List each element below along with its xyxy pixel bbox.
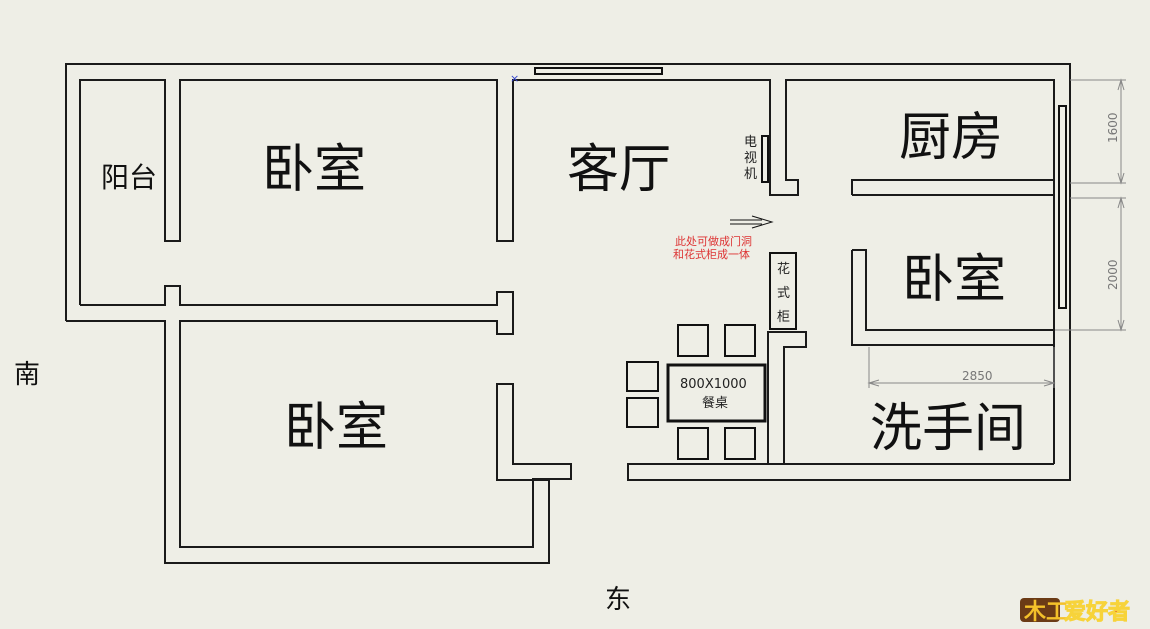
room-label-kitchen: 厨房 (899, 108, 1003, 168)
svg-text:式: 式 (777, 286, 790, 301)
svg-text:视: 视 (744, 151, 757, 166)
brand-logo: 木工 爱好者 (1020, 598, 1131, 626)
chair (724, 324, 756, 357)
table-label: 餐桌 (702, 395, 728, 411)
svg-text:1600: 1600 (1106, 112, 1120, 143)
dimension-bedroom: 2000 (1055, 196, 1126, 332)
cabinet-label: 花 式 柜 (777, 261, 790, 325)
room-label-bathroom: 洗手间 (870, 399, 1026, 459)
marker-icon: × (510, 72, 519, 85)
room-label-balcony: 阳台 (101, 161, 157, 194)
room-label-bedroom-bottom: 卧室 (284, 398, 388, 458)
logo-text: 爱好者 (1064, 599, 1130, 625)
svg-text:木工: 木工 (1023, 600, 1068, 625)
chair (626, 361, 659, 392)
right-window (1058, 105, 1067, 309)
tv-shelf (761, 135, 769, 183)
room-label-bedroom-right: 卧室 (902, 250, 1006, 310)
table-size: 800X1000 (680, 377, 747, 392)
kitchen-partition (851, 179, 1055, 196)
dining-table (666, 363, 767, 423)
chair (677, 324, 709, 357)
chairs (626, 324, 756, 460)
walls (65, 63, 1071, 564)
room-label-bedroom-top: 卧室 (262, 140, 366, 200)
note-line-1: 此处可做成门洞 (675, 234, 752, 248)
dimension-kitchen: 1600 (1070, 78, 1126, 185)
chair (626, 397, 659, 428)
flower-cabinet (769, 252, 797, 330)
compass-south: 南 (14, 360, 40, 390)
svg-text:机: 机 (744, 167, 757, 182)
arrow-icon (730, 215, 774, 229)
outer-wall (65, 63, 1071, 481)
room-label-living: 客厅 (567, 140, 671, 200)
chair (724, 427, 756, 460)
bedroom-top-lower-wall (66, 285, 572, 564)
top-window (534, 67, 663, 75)
chair (677, 427, 709, 460)
svg-text:2850: 2850 (962, 369, 993, 383)
tv-label: 电 视 机 (744, 135, 757, 182)
right-bedroom-left-wall (851, 249, 1055, 346)
svg-text:电: 电 (744, 135, 757, 150)
dimension-bathroom: 2850 (867, 347, 1056, 388)
svg-text:2000: 2000 (1106, 259, 1120, 290)
svg-text:花: 花 (777, 261, 790, 277)
note-line-2: 和花式柜成一体 (673, 247, 750, 261)
bathroom-left-wall (767, 331, 807, 464)
svg-text:柜: 柜 (777, 310, 790, 325)
compass-east: 东 (605, 585, 631, 615)
inner-top-wall (79, 79, 1055, 464)
